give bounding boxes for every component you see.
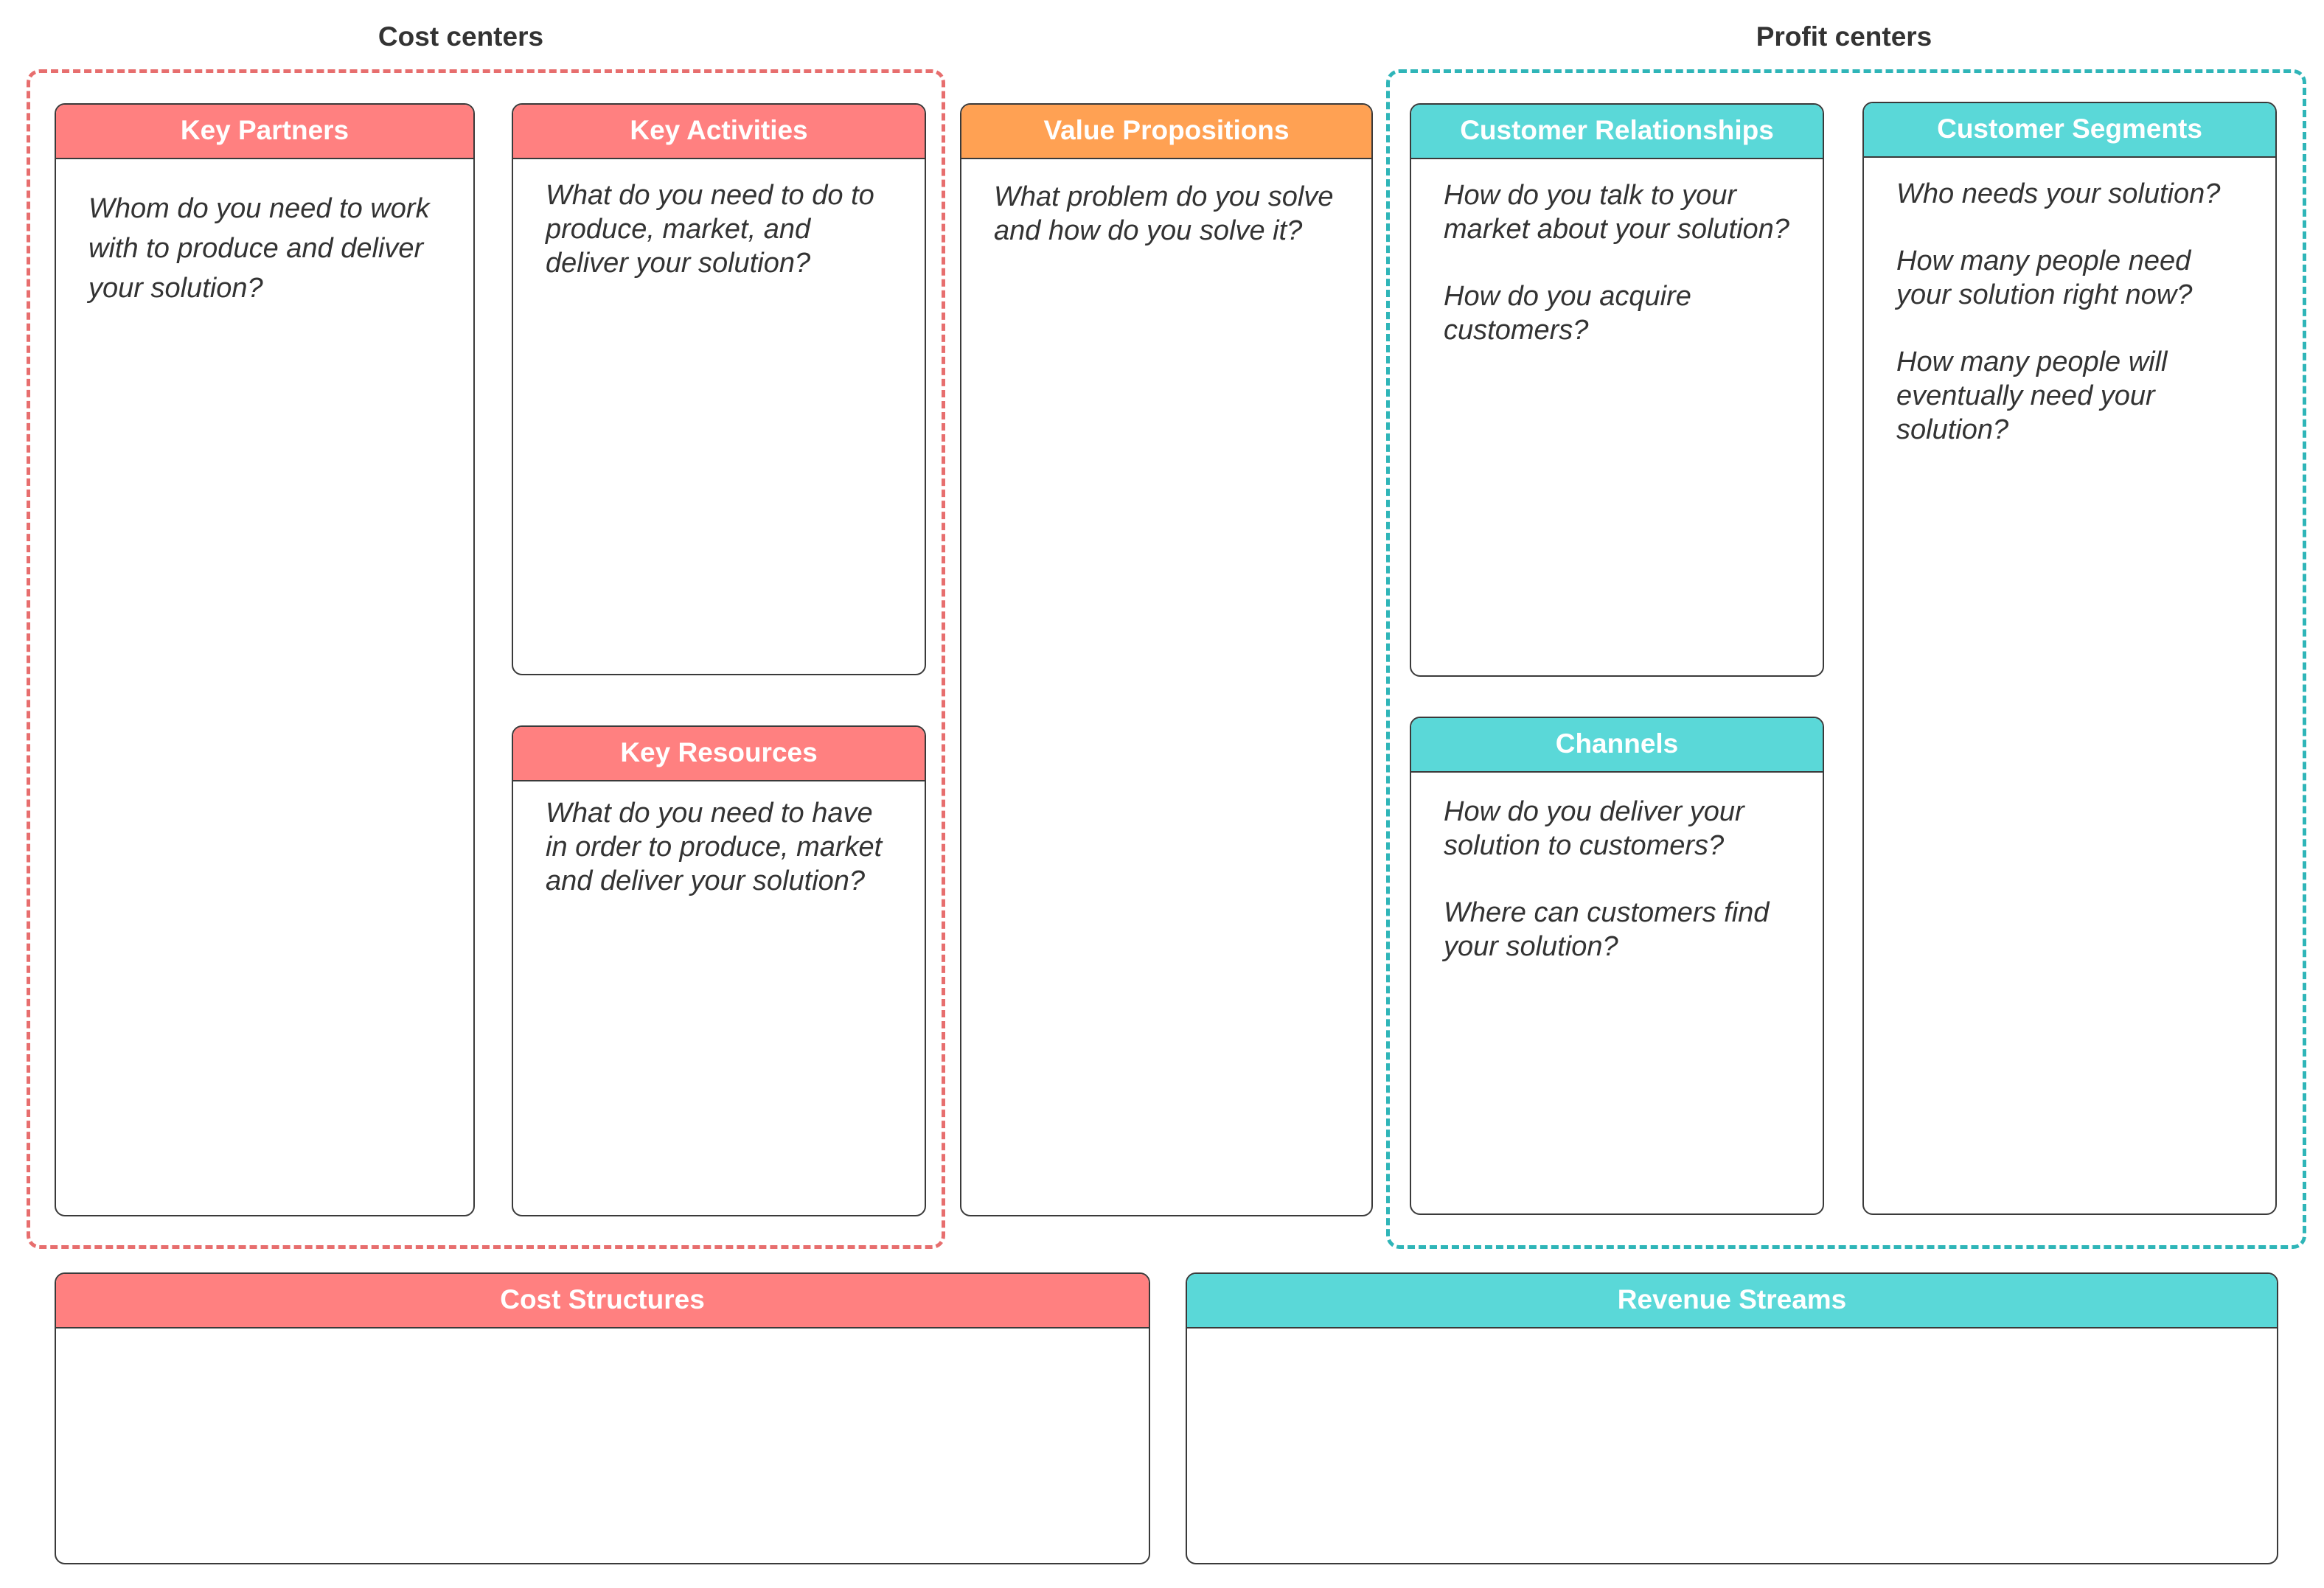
card-revenue-streams[interactable]: Revenue Streams	[1186, 1272, 2278, 1564]
prompt-text: What do you need to do to produce, marke…	[546, 180, 874, 279]
card-body-customer-segments: Who needs your solution? How many people…	[1864, 158, 2275, 447]
card-key-partners[interactable]: Key Partners Whom do you need to work wi…	[55, 103, 475, 1216]
prompt-text: Where can customers find your solution?	[1444, 897, 1770, 962]
prompt-text: How do you deliver your solution to cust…	[1444, 796, 1744, 861]
profit-centers-group	[1386, 69, 2306, 1249]
card-cost-structures[interactable]: Cost Structures	[55, 1272, 1150, 1564]
card-body-key-partners: Whom do you need to work with to produce…	[56, 159, 473, 308]
card-customer-segments[interactable]: Customer Segments Who needs your solutio…	[1862, 102, 2277, 1215]
card-header-key-activities: Key Activities	[513, 105, 925, 159]
prompt-text: How do you talk to your market about you…	[1444, 180, 1789, 245]
profit-centers-title: Profit centers	[1756, 21, 1932, 52]
card-body-value-propositions: What problem do you solve and how do you…	[961, 159, 1371, 248]
prompt-text: How do you acquire customers?	[1444, 281, 1691, 346]
prompt-text: How many people will eventually need you…	[1896, 346, 2168, 445]
card-body-customer-relationships: How do you talk to your market about you…	[1411, 159, 1823, 347]
prompt-text: How many people need your solution right…	[1896, 245, 2193, 310]
prompt-text: What problem do you solve and how do you…	[994, 181, 1334, 246]
prompt-text: What do you need to have in order to pro…	[546, 798, 883, 896]
card-body-channels: How do you deliver your solution to cust…	[1411, 773, 1823, 964]
card-header-revenue-streams: Revenue Streams	[1187, 1274, 2277, 1328]
card-header-customer-relationships: Customer Relationships	[1411, 105, 1823, 159]
cost-centers-group	[27, 69, 945, 1249]
card-header-value-propositions: Value Propositions	[961, 105, 1371, 159]
card-customer-relationships[interactable]: Customer Relationships How do you talk t…	[1410, 103, 1824, 677]
card-header-cost-structures: Cost Structures	[56, 1274, 1149, 1328]
card-channels[interactable]: Channels How do you deliver your solutio…	[1410, 717, 1824, 1215]
prompt-text: Whom do you need to work with to produce…	[88, 193, 430, 304]
card-header-key-resources: Key Resources	[513, 727, 925, 781]
card-header-key-partners: Key Partners	[56, 105, 473, 159]
card-header-customer-segments: Customer Segments	[1864, 103, 2275, 158]
card-key-activities[interactable]: Key Activities What do you need to do to…	[512, 103, 926, 675]
prompt-text: Who needs your solution?	[1896, 178, 2221, 209]
card-body-key-resources: What do you need to have in order to pro…	[513, 781, 925, 898]
card-header-channels: Channels	[1411, 718, 1823, 773]
cost-centers-title: Cost centers	[378, 21, 544, 52]
card-body-key-activities: What do you need to do to produce, marke…	[513, 159, 925, 280]
card-key-resources[interactable]: Key Resources What do you need to have i…	[512, 725, 926, 1216]
card-value-propositions[interactable]: Value Propositions What problem do you s…	[960, 103, 1373, 1216]
